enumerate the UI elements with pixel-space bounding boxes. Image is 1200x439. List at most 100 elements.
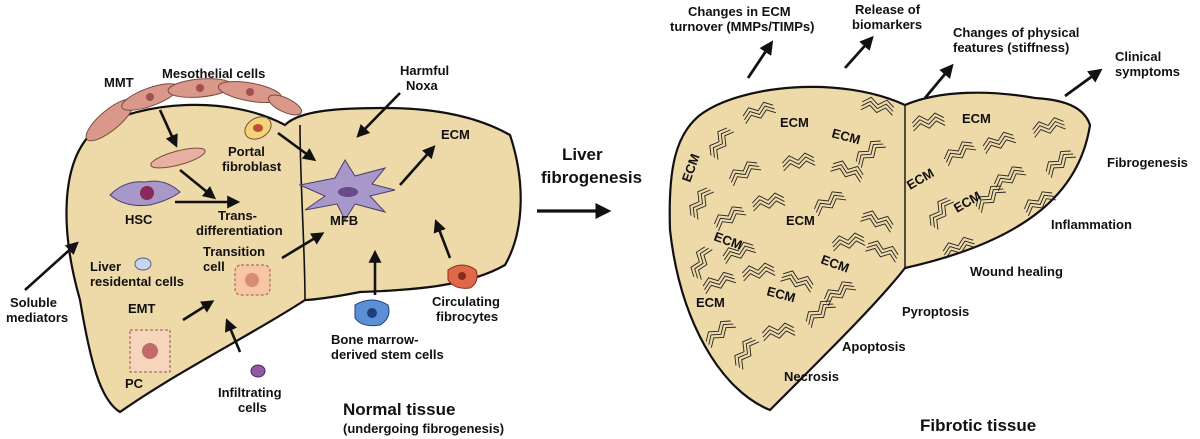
physical-label-line1: Changes of physical: [953, 25, 1079, 40]
fiber-stroke: [862, 96, 895, 108]
fiber-stroke: [980, 191, 1006, 213]
liver-residental-cell-icon: [134, 257, 152, 271]
fiber-stroke: [831, 164, 863, 179]
fiber-stroke: [830, 167, 861, 183]
fiber-stroke: [805, 300, 831, 322]
bone-marrow-cell-icon: [354, 299, 390, 327]
fiber-stroke: [781, 152, 814, 164]
fiber-stroke: [781, 274, 813, 289]
fiber-stroke: [831, 232, 864, 244]
fiber-stroke: [827, 288, 857, 307]
fiber-stroke: [743, 270, 776, 282]
fiber-stroke: [722, 241, 754, 257]
biomarkers-label-line1: Release of: [855, 2, 921, 17]
fiber-stroke: [697, 249, 713, 280]
harmful-label-line2: Noxa: [406, 78, 439, 93]
pc-label: PC: [125, 376, 144, 391]
fiber-stroke: [858, 143, 884, 165]
hsc-label: HSC: [125, 212, 153, 227]
fiber-stroke: [742, 266, 775, 278]
emt-label: EMT: [128, 301, 156, 316]
bone-label-line1: Bone marrow-: [331, 332, 418, 347]
fiber-stroke: [732, 168, 762, 187]
fiber-stroke: [782, 156, 815, 168]
fiber-stroke: [782, 270, 814, 286]
fiber-stroke: [823, 281, 853, 300]
fiber-stroke: [717, 213, 747, 232]
fiber-stroke: [810, 306, 836, 328]
inflammation-label: Inflammation: [1051, 217, 1132, 232]
fiber-stroke: [762, 326, 795, 338]
fiber-stroke: [709, 127, 728, 156]
fiber-stroke: [728, 161, 758, 180]
middle-label-line2: fibrogenesis: [541, 168, 642, 187]
mfb-label: MFB: [330, 213, 358, 228]
fiber-stroke: [832, 160, 864, 176]
mesothelial-cells-strip: [85, 78, 303, 142]
fiber-stroke: [982, 131, 1014, 147]
fiber-stroke: [942, 236, 974, 252]
fiber-stroke: [825, 284, 855, 303]
fiber-stroke: [929, 197, 948, 226]
fibrotic-arrows: [746, 35, 1103, 99]
fiber-stroke: [995, 169, 1025, 188]
fiber-stroke: [761, 322, 794, 334]
fibrogenesis-label: Fibrogenesis: [1107, 155, 1188, 170]
fibrotic-ecm-label: ECM: [786, 213, 815, 228]
fiber-stroke: [1045, 150, 1071, 172]
infiltrating-label-line1: Infiltrating: [218, 385, 282, 400]
fiber-stroke: [1048, 153, 1074, 175]
fiber-stroke: [705, 320, 731, 342]
fiber-strokes: [689, 96, 1076, 370]
fiber-stroke: [780, 277, 811, 293]
fiber-stroke: [984, 135, 1015, 151]
normal-title: Normal tissue: [343, 400, 455, 419]
fiber-stroke: [745, 109, 777, 124]
fiber-stroke: [737, 339, 756, 368]
fiber-stroke: [997, 173, 1027, 192]
normal-subtitle: (undergoing fibrogenesis): [343, 421, 504, 436]
transition-label-line2: cell: [203, 259, 225, 274]
fiber-stroke: [808, 303, 834, 325]
soluble-label-line1: Soluble: [10, 295, 57, 310]
fiber-stroke: [978, 188, 1004, 210]
harmful-label-line1: Harmful: [400, 63, 449, 78]
fiber-stroke: [993, 166, 1023, 185]
fiber-stroke: [1032, 117, 1064, 130]
fibrotic-title: Fibrotic tissue: [920, 416, 1036, 435]
fibrotic-ecm-label: ECM: [765, 283, 797, 305]
portal-fibroblast-icon: [244, 116, 272, 140]
fiber-stroke: [936, 201, 955, 230]
fiber-stroke: [1025, 194, 1055, 213]
trans-label-line1: Trans-: [218, 208, 257, 223]
fiber-stroke: [860, 217, 891, 233]
normal-liver-shape: [65, 103, 522, 414]
transition-cell-icon: [234, 264, 271, 296]
necrosis-label: Necrosis: [784, 369, 839, 384]
bone-label-line2: derived stem cells: [331, 347, 444, 362]
turnover-label-line2: turnover (MMPs/TIMPs): [670, 19, 814, 34]
fiber-stroke: [708, 323, 734, 345]
fiber-stroke: [867, 240, 899, 256]
fiber-stroke: [730, 164, 760, 183]
fiber-stroke: [945, 244, 977, 259]
liver-res-label-line1: Liver: [90, 259, 121, 274]
portal-label-line2: fibroblast: [222, 159, 282, 174]
pyroptosis-label: Pyroptosis: [902, 304, 969, 319]
fiber-stroke: [741, 341, 760, 370]
mmt-cell-icon: [150, 147, 206, 169]
fiber-stroke: [752, 196, 785, 208]
trans-label-line2: differentiation: [196, 223, 283, 238]
fiber-stroke: [932, 199, 951, 228]
physical-label-line2: features (stiffness): [953, 40, 1069, 55]
fiber-stroke: [975, 185, 1001, 207]
fiber-stroke: [943, 141, 973, 160]
fiber-stroke: [1033, 120, 1065, 134]
fiber-stroke: [696, 191, 715, 220]
circ-label-line1: Circulating: [432, 294, 500, 309]
fiber-stroke: [705, 279, 737, 294]
fiber-stroke: [702, 271, 734, 287]
fiber-stroke: [724, 245, 755, 261]
fibrotic-ecm-label: ECM: [962, 111, 991, 126]
